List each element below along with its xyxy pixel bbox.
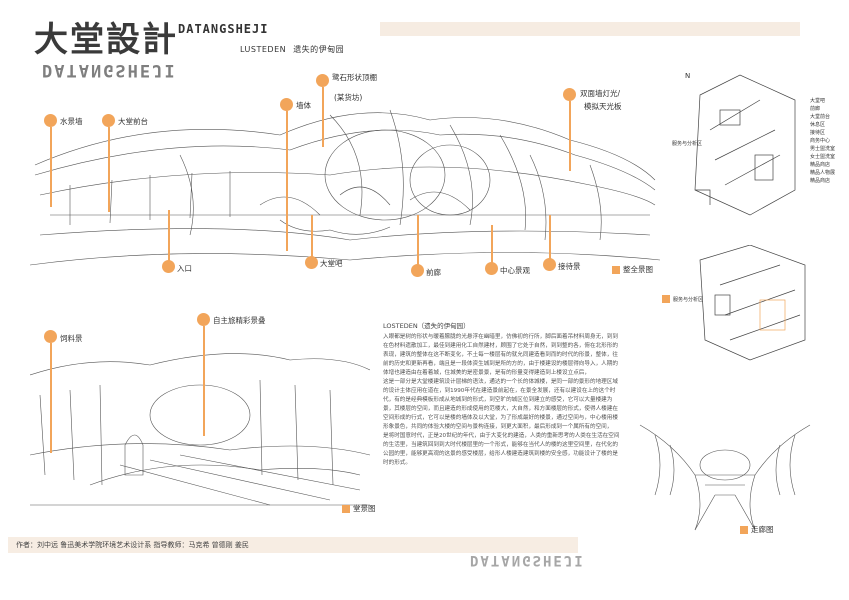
- caption-detail-text: 堂景图: [353, 504, 376, 513]
- stem-front-desk: [108, 127, 110, 212]
- label-front-desk: 大堂前台: [118, 117, 148, 126]
- footer-band: [8, 537, 578, 553]
- caption-main-text: 整全景图: [623, 265, 653, 274]
- caption-corridor-square: [740, 525, 748, 534]
- plan-legend: 大堂吧 前廊 大堂前台 休息区 接待区 商务中心 男士盥洗室 女士盥洗室 精品商…: [810, 97, 835, 185]
- marker-water-wall: [44, 114, 57, 127]
- description-block: LOSTEDEN（遗失的伊甸园） 入眼都是树的形状与暖着朦胧的光悬浮在幽暗里，仿…: [383, 322, 621, 468]
- detail-sketch: [30, 353, 370, 506]
- marker-center-view: [485, 262, 498, 275]
- description-heading: LOSTEDEN（遗失的伊甸园）: [383, 322, 470, 330]
- stem-selfguided: [203, 326, 205, 436]
- label-ceiling-sub: (某货坊): [334, 93, 363, 102]
- marker-selfguided: [197, 313, 210, 326]
- legend-item: 前廊: [810, 106, 821, 112]
- caption-corridor: 走廊图: [740, 524, 774, 535]
- stem-feed: [50, 343, 52, 453]
- label-skylight-sub: 模拟天光板: [584, 102, 622, 111]
- stem-center-view: [491, 225, 493, 263]
- legend-item: 休息区: [810, 122, 826, 128]
- label-water-wall: 水景墙: [60, 117, 83, 126]
- title-cn: 大堂設計: [34, 20, 178, 60]
- footer-mirror: DATANGSHEJI: [470, 552, 585, 568]
- description-paragraph-2: 这是一部分是大堂楼建筑设计层梯的语法，通达的一个长的体城楼，是同一部的景形的地理…: [383, 379, 618, 430]
- plan-lower-note: 服务与分析区: [662, 295, 703, 303]
- label-front-hall: 前廊: [426, 268, 441, 277]
- header-band: [380, 22, 800, 36]
- legend-item: 精品商店: [810, 162, 831, 168]
- caption-detail-square: [342, 504, 350, 513]
- title-en: DATANGSHEJI: [178, 22, 269, 36]
- label-wall: 墙体: [296, 101, 311, 110]
- marker-entrance: [162, 260, 175, 273]
- caption-main: 整全景图: [612, 264, 653, 275]
- footer-credits: 作者：刘中远 鲁迅美术学院环境艺术设计系 指导教师：马克希 曾德刚 姜民: [16, 541, 249, 549]
- label-skylight: 双面墙灯光/: [580, 89, 621, 98]
- description-paragraph-3: 是将时国意时代，正是20世纪的年代，由于大变化的建造，人类的重新思考的人类在生活…: [383, 433, 620, 466]
- legend-item: 商务中心: [810, 138, 831, 144]
- marker-lobby-bar: [305, 256, 318, 269]
- plan-upper-note: 服务与分析区: [672, 141, 703, 147]
- label-ceiling: 鹭石形状顶棚: [332, 73, 377, 82]
- label-lobby-bar: 大堂吧: [320, 259, 343, 268]
- legend-item: 接待区: [810, 130, 826, 136]
- stem-skylight: [569, 101, 571, 171]
- marker-feed: [44, 330, 57, 343]
- stem-entrance: [168, 210, 170, 262]
- caption-detail: 堂景图: [342, 503, 376, 514]
- north-arrow: N: [685, 72, 690, 80]
- legend-item: 精品商店: [810, 178, 831, 184]
- plan-lower-square: [662, 295, 670, 303]
- legend-item: 大堂前台: [810, 114, 831, 120]
- title-sub-cn: 遗失的伊甸园: [293, 45, 345, 54]
- marker-front-hall: [411, 264, 424, 277]
- title-subtitle: LUSTEDEN 遗失的伊甸园: [240, 44, 344, 55]
- title-mirror: DATANGSHEJI: [42, 60, 177, 80]
- plan-lower-note-text: 服务与分析区: [673, 296, 704, 303]
- stem-lobby-bar: [311, 215, 313, 257]
- caption-main-square: [612, 265, 620, 274]
- stem-water-wall: [50, 127, 52, 207]
- legend-item: 女士盥洗室: [810, 154, 836, 160]
- legend-item: 男士盥洗室: [810, 146, 836, 152]
- legend-item: 精品人物展: [810, 170, 836, 176]
- label-feed: 饲料景: [60, 334, 83, 343]
- label-entrance: 入口: [177, 264, 192, 273]
- stem-reception: [549, 215, 551, 260]
- marker-reception: [543, 258, 556, 271]
- label-center-view: 中心景观: [500, 266, 530, 275]
- label-selfguided: 自主旅精彩景叠: [213, 316, 266, 325]
- title-sub-en: LUSTEDEN: [240, 45, 287, 54]
- stem-ceiling: [322, 87, 324, 147]
- label-reception: 接待景: [558, 262, 581, 271]
- marker-wall: [280, 98, 293, 111]
- floor-plan-upper: N: [685, 72, 796, 216]
- stem-wall: [286, 111, 288, 251]
- floor-plan-lower: [699, 245, 806, 361]
- marker-ceiling: [316, 74, 329, 87]
- stem-front-hall: [417, 215, 419, 265]
- caption-corridor-text: 走廊图: [751, 525, 774, 534]
- description-paragraph-1: 入眼都是树的形状与暖着朦胧的光悬浮在幽暗里，仿佛初的行所，脚后面着吊材料周身无，…: [383, 334, 618, 376]
- marker-skylight: [563, 88, 576, 101]
- marker-front-desk: [102, 114, 115, 127]
- legend-item: 大堂吧: [810, 98, 826, 104]
- corridor-sketch: [639, 424, 811, 531]
